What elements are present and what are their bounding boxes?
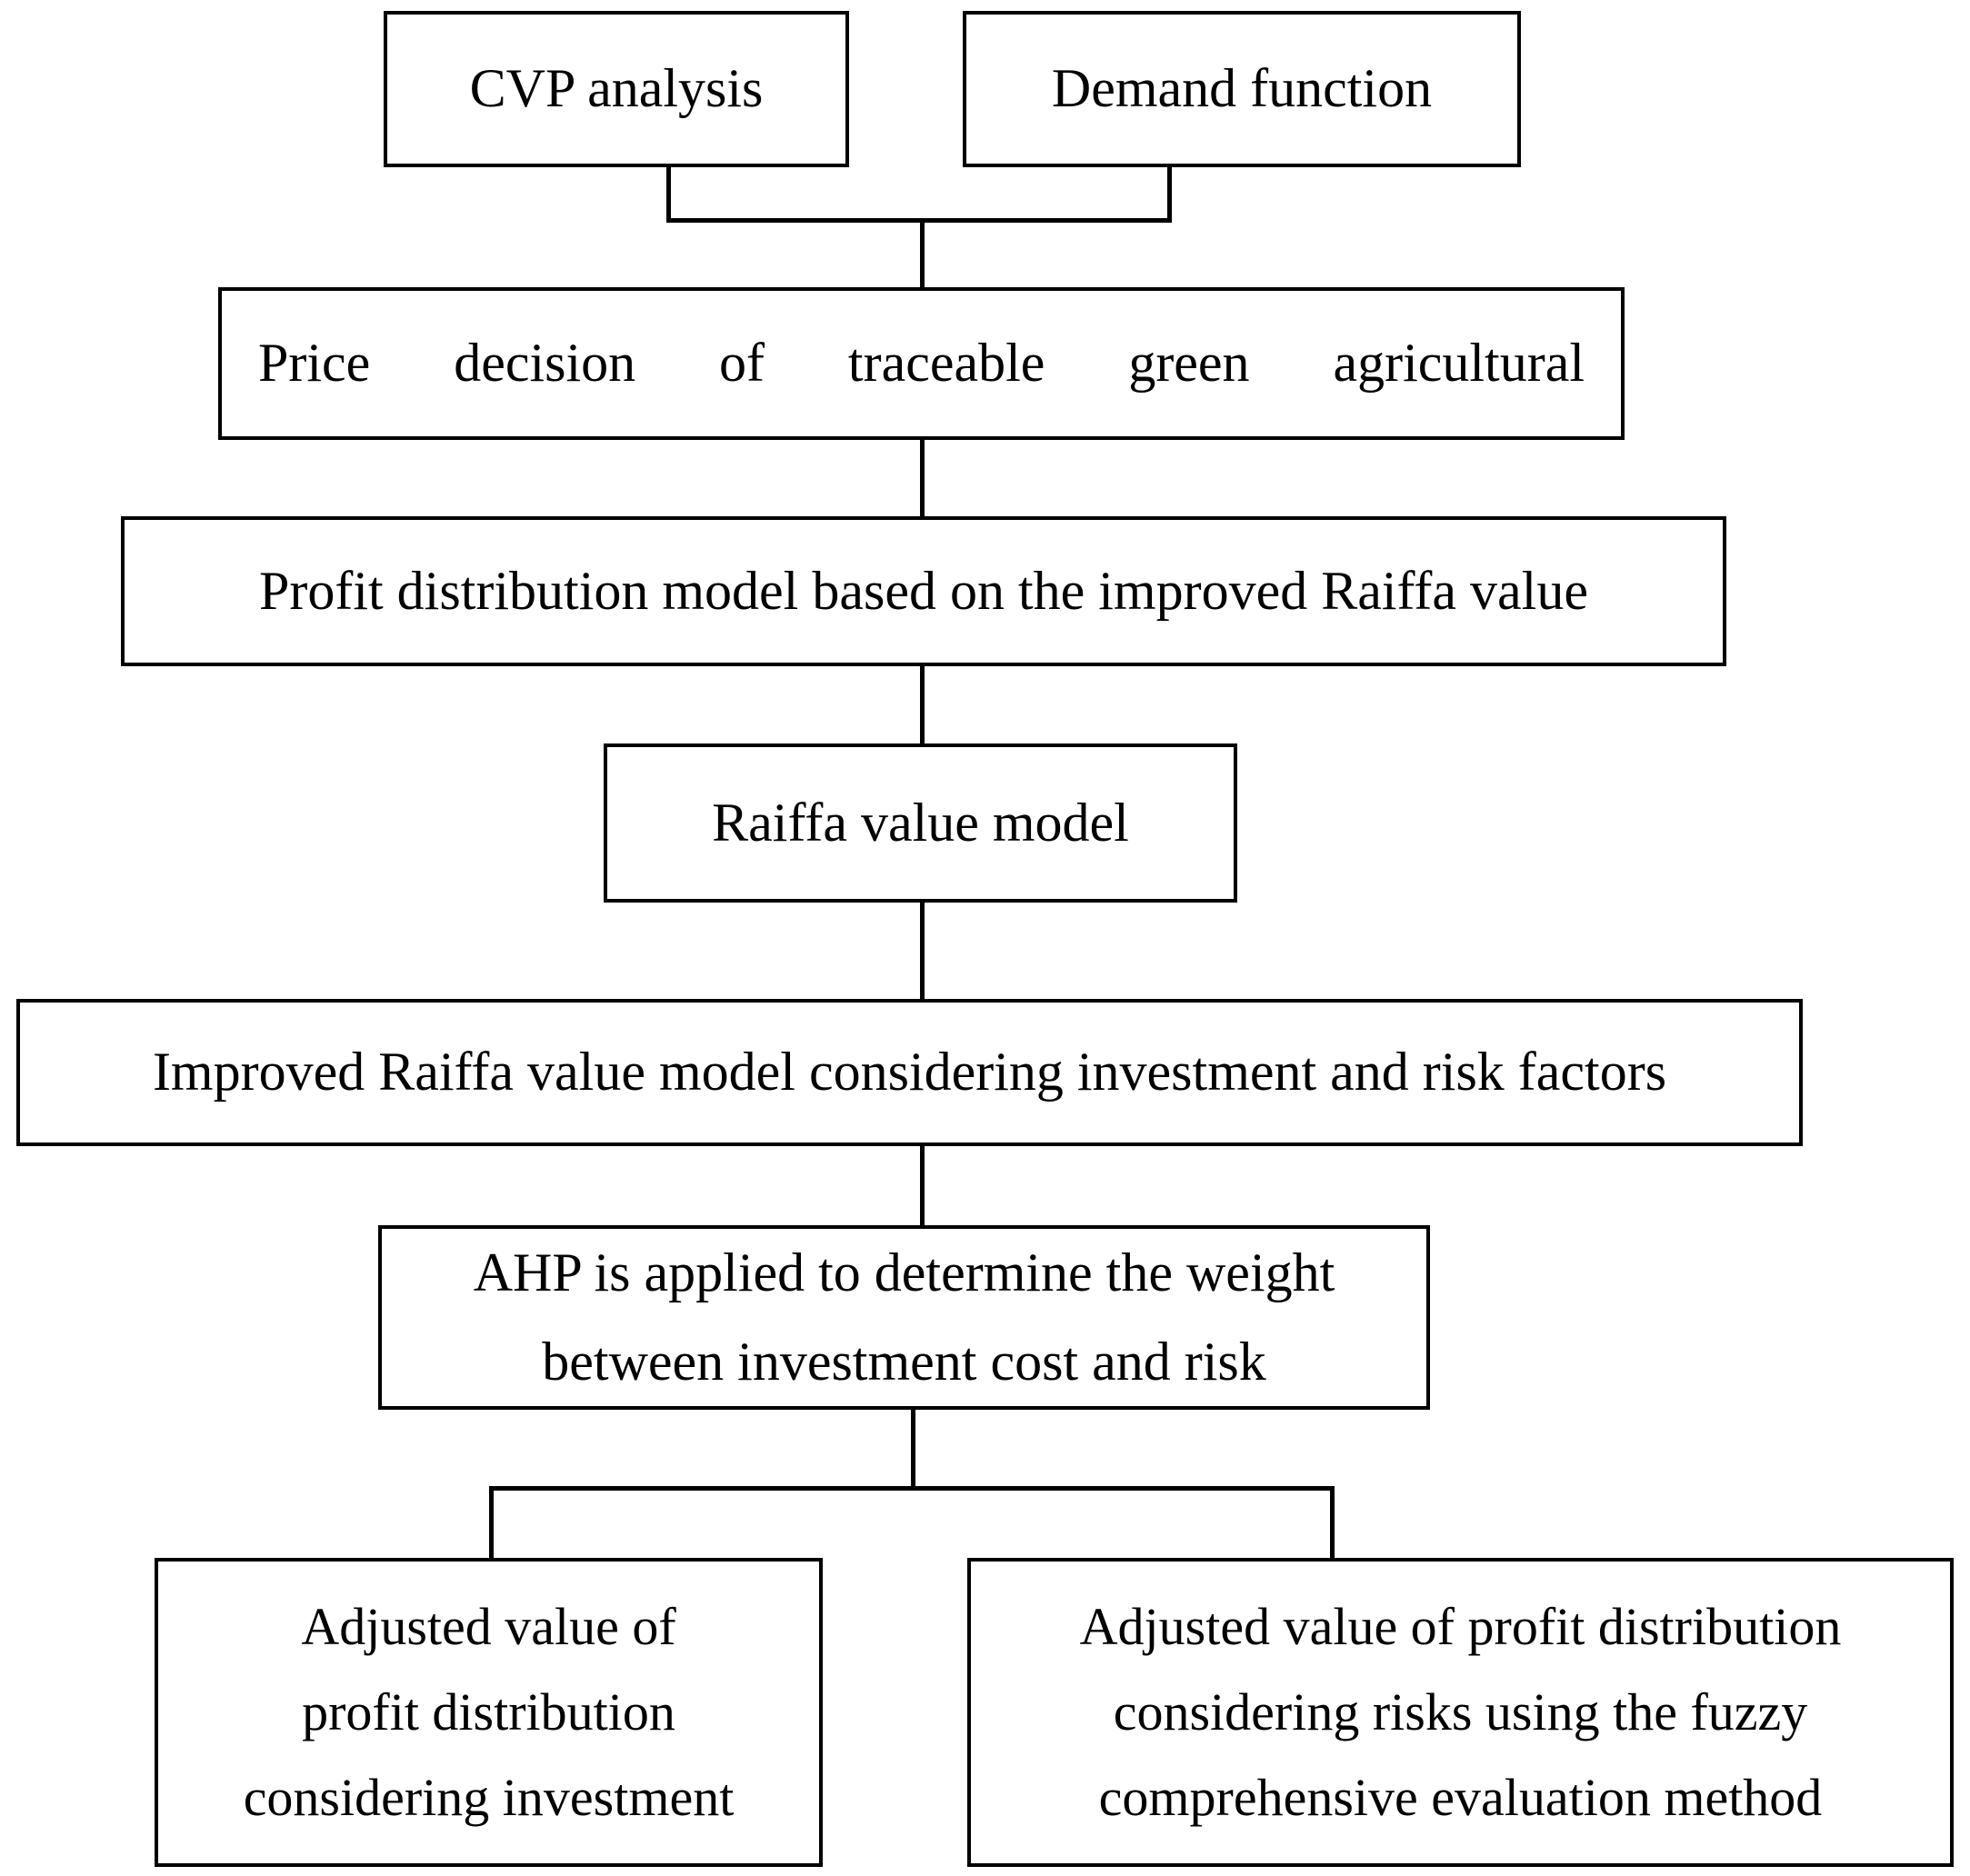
node-adjusted-value-risk[interactable]: Adjusted value of profit distribution co… — [967, 1558, 1954, 1867]
edge-profit-to-raiffa — [920, 666, 925, 743]
edge-to-adjusted-risk — [1330, 1486, 1335, 1562]
edge-split-bar-bottom — [489, 1486, 1335, 1491]
node-adjusted-value-investment-line2: profit distribution — [302, 1682, 675, 1742]
node-price-decision[interactable]: Price decision of traceable green agricu… — [218, 287, 1625, 440]
node-profit-distribution[interactable]: Profit distribution model based on the i… — [121, 516, 1726, 666]
node-raiffa-value-model-label: Raiffa value model — [712, 792, 1129, 853]
edge-price-to-profit — [920, 440, 925, 516]
node-price-decision-label: Price decision of traceable green agricu… — [258, 333, 1585, 394]
edge-improved-to-ahp — [920, 1146, 925, 1225]
node-adjusted-value-risk-line2: considering risks using the fuzzy — [1113, 1682, 1808, 1742]
node-adjusted-value-risk-line3: comprehensive evaluation method — [1098, 1767, 1823, 1827]
node-demand-function[interactable]: Demand function — [963, 11, 1521, 167]
node-adjusted-value-investment-line3: considering investment — [243, 1767, 735, 1827]
node-adjusted-value-investment-line1: Adjusted value of — [301, 1597, 676, 1657]
node-adjusted-value-investment[interactable]: Adjusted value of profit distribution co… — [155, 1558, 823, 1867]
node-raiffa-value-model[interactable]: Raiffa value model — [604, 743, 1237, 903]
node-ahp-weight[interactable]: AHP is applied to determine the weight b… — [378, 1225, 1430, 1410]
node-improved-raiffa-label: Improved Raiffa value model considering … — [152, 1042, 1667, 1103]
node-improved-raiffa[interactable]: Improved Raiffa value model considering … — [16, 999, 1803, 1146]
node-adjusted-value-risk-line1: Adjusted value of profit distribution — [1079, 1597, 1842, 1657]
edge-demand-down — [1167, 167, 1172, 222]
edge-merge-bar-top — [666, 218, 1172, 223]
edge-ahp-down — [911, 1410, 915, 1490]
node-ahp-weight-line2: between investment cost and risk — [542, 1331, 1266, 1392]
edge-to-adjusted-investment — [489, 1486, 494, 1562]
edge-cvp-down — [666, 167, 671, 222]
edge-merge-to-price — [920, 218, 925, 287]
node-ahp-weight-line1: AHP is applied to determine the weight — [473, 1242, 1335, 1303]
node-demand-function-label: Demand function — [1051, 58, 1433, 119]
edge-raiffa-to-improved — [920, 903, 925, 999]
node-cvp-analysis[interactable]: CVP analysis — [384, 11, 849, 167]
node-profit-distribution-label: Profit distribution model based on the i… — [259, 560, 1588, 621]
node-cvp-analysis-label: CVP analysis — [469, 58, 764, 119]
